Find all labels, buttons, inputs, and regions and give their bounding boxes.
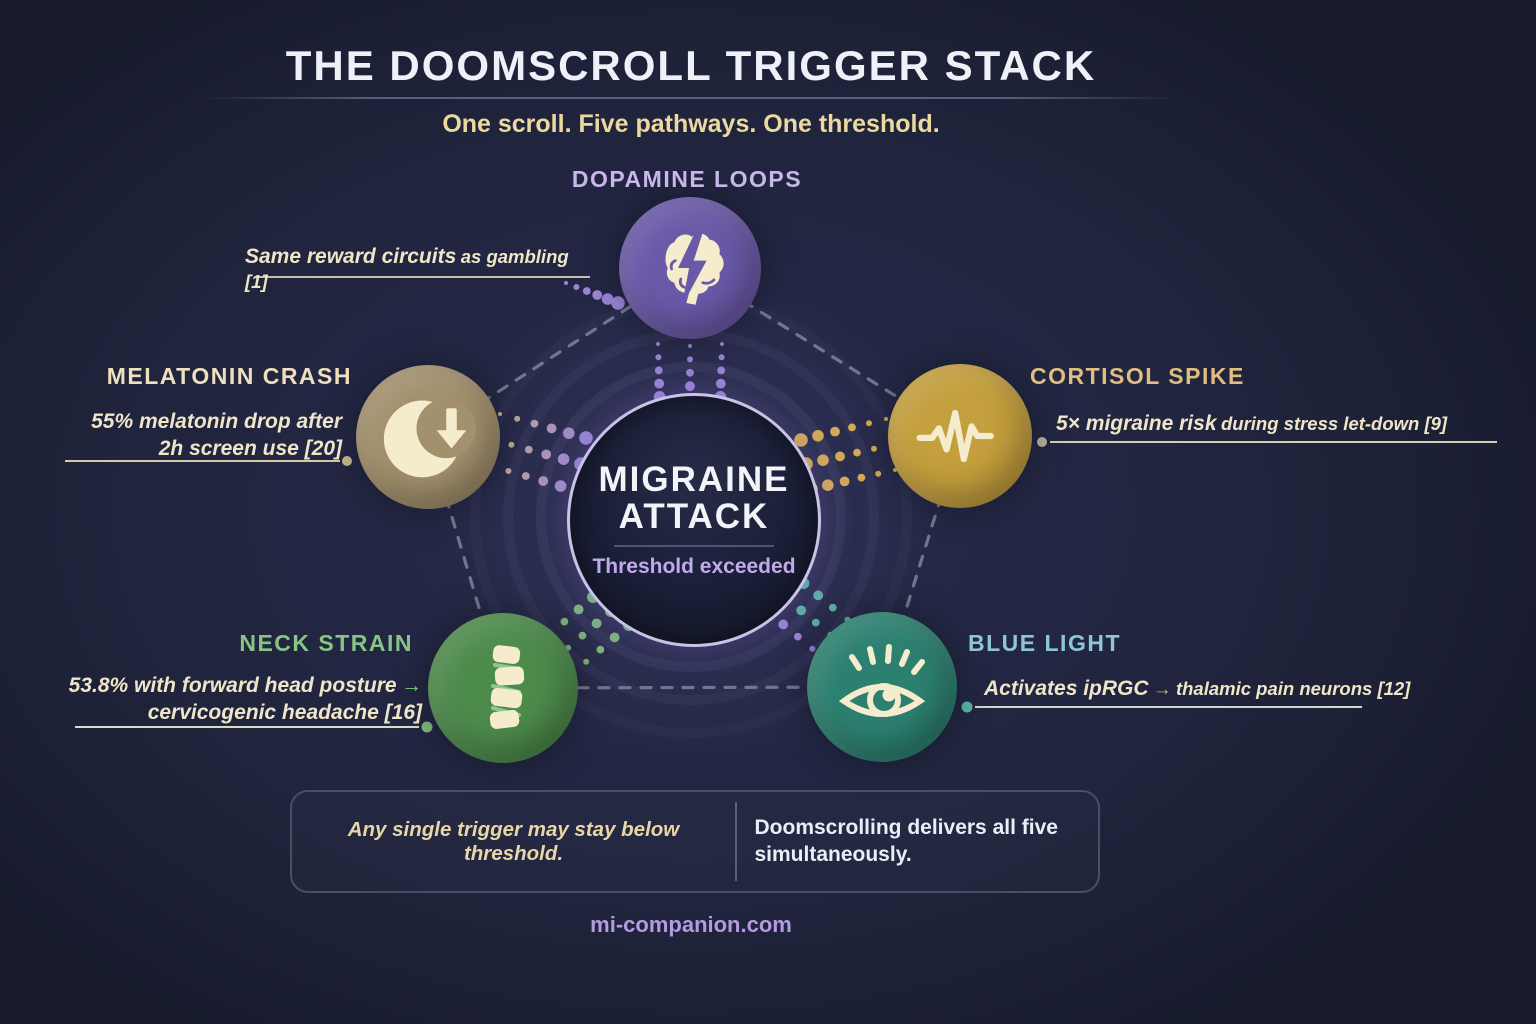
melatonin-node	[356, 365, 500, 509]
title-divider	[200, 97, 1180, 99]
dopamine-annotation: Same reward circuits as gambling [1]	[245, 245, 569, 293]
summary-divider	[735, 802, 737, 881]
cortisol-node	[888, 364, 1032, 508]
center-divider	[614, 545, 774, 547]
website-url: mi-companion.com	[590, 912, 792, 937]
cortisol-annotation: 5× migraine risk during stress let-down …	[1056, 412, 1448, 435]
center-status: Threshold exceeded	[592, 554, 796, 578]
spine-icon	[489, 645, 525, 729]
dopamine-label: DOPAMINE LOOPS	[571, 166, 803, 192]
neck-strain-annotation: 53.8% with forward head posture → cervic…	[68, 674, 422, 725]
blue-light-annotation: Activates ipRGC → thalamic pain neurons …	[984, 677, 1411, 700]
center-title-line2: ATTACK	[618, 497, 770, 537]
melatonin-label: MELATONIN CRASH	[106, 363, 352, 389]
dopamine-node	[619, 197, 761, 339]
page-subtitle: One scroll. Five pathways. One threshold…	[442, 110, 940, 138]
center-title-line1: MIGRAINE	[598, 460, 790, 500]
brain-lightning-icon	[665, 229, 724, 307]
blue-light-label: BLUE LIGHT	[968, 630, 1121, 656]
melatonin-annotation: 55% melatonin drop after 2h screen use […	[91, 410, 342, 461]
neck-strain-label: NECK STRAIN	[239, 630, 413, 656]
moon-down-arrow-icon	[383, 398, 476, 478]
blue-light-node	[807, 612, 957, 762]
summary-left-text: Any single trigger may stay below thresh…	[347, 817, 680, 865]
waveform-icon	[916, 409, 994, 463]
cortisol-label: CORTISOL SPIKE	[1030, 363, 1245, 389]
migraine-attack-node: MIGRAINE ATTACK Threshold exceeded	[567, 393, 821, 647]
neck-strain-node	[428, 613, 578, 763]
eye-rays-icon	[838, 644, 926, 717]
summary-box: Any single trigger may stay below thresh…	[290, 790, 1100, 893]
page-title: THE DOOMSCROLL TRIGGER STACK	[285, 42, 1097, 89]
